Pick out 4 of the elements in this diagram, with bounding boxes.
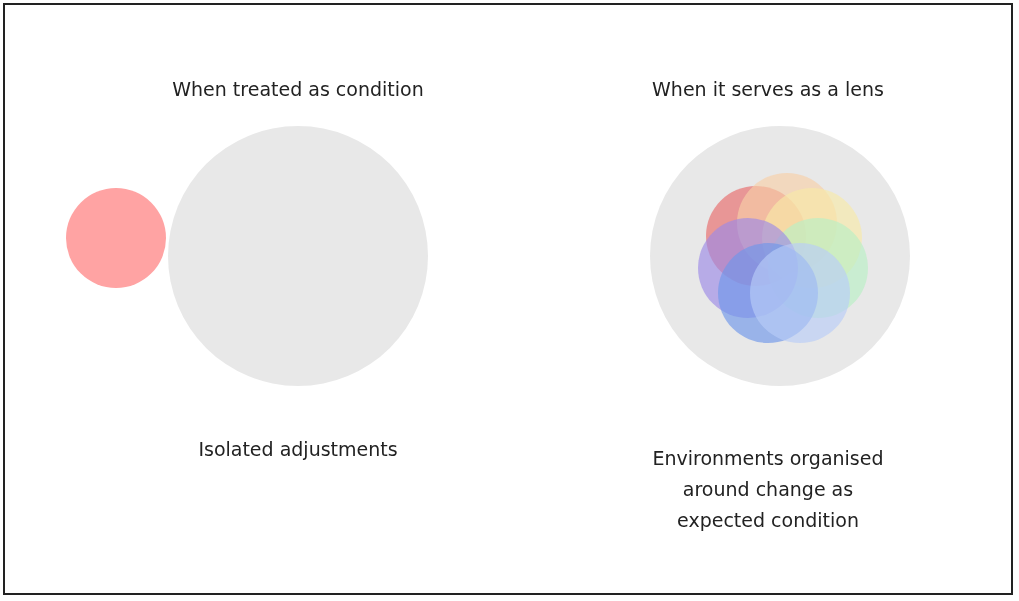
- panel-heading: When treated as condition: [171, 77, 425, 102]
- panel-caption: Isolated adjustments: [197, 437, 399, 462]
- panel-caption: Environments organised around change as expected condition: [651, 446, 885, 533]
- panel-heading: When it serves as a lens: [651, 77, 885, 102]
